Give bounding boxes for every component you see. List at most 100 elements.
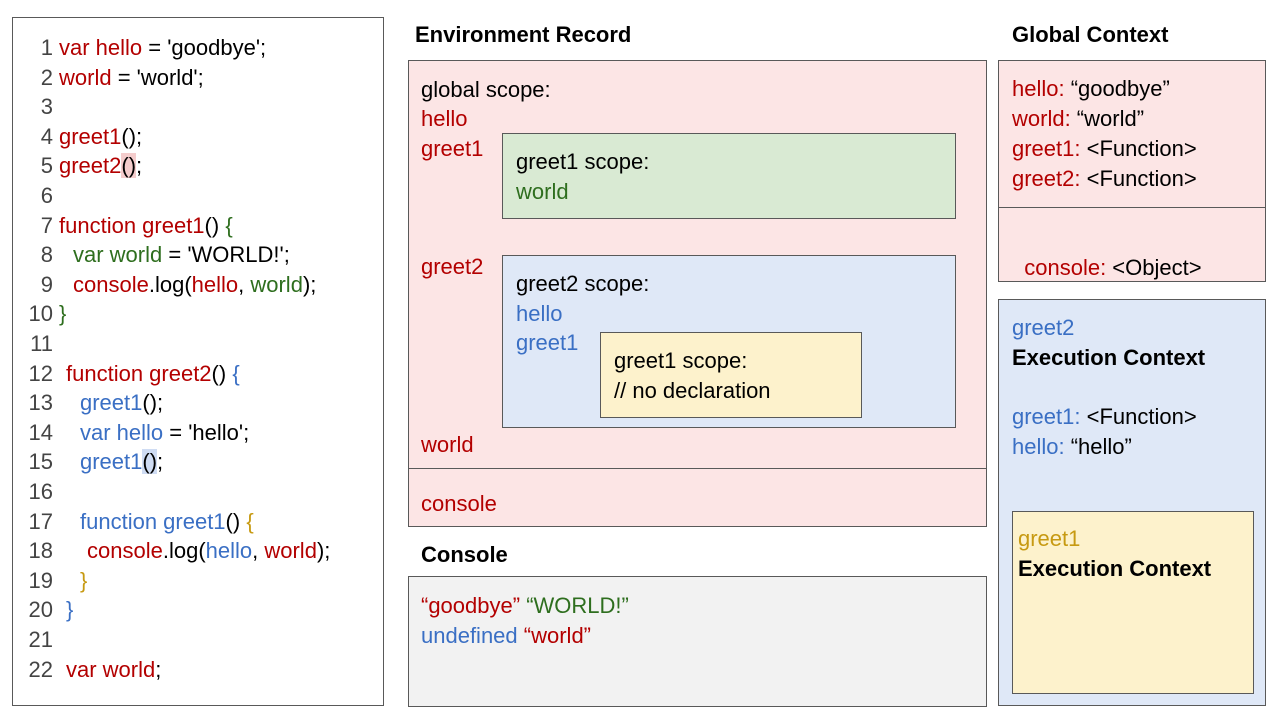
greet2-exec-value: <Function> bbox=[1080, 404, 1197, 429]
console-box bbox=[408, 576, 987, 707]
code-line: greet1(); bbox=[80, 388, 163, 418]
code-line: } bbox=[66, 595, 73, 625]
code-token: .log( bbox=[162, 538, 206, 564]
code-token: , bbox=[252, 538, 265, 564]
code-line-number: 13 bbox=[28, 390, 53, 416]
code-token: , bbox=[238, 271, 251, 297]
inner-greet1-scope-label: greet1 scope: bbox=[614, 348, 748, 373]
greet2-exec-value: “hello” bbox=[1064, 434, 1132, 459]
greet2-exec-name: greet2 bbox=[1012, 315, 1075, 340]
code-token: () bbox=[211, 360, 233, 386]
global-console-value: <Object> bbox=[1106, 255, 1202, 280]
console-token: undefined bbox=[421, 623, 518, 648]
code-line: var world = 'WORLD!'; bbox=[73, 240, 290, 270]
greet2-scope-id-greet1: greet1 bbox=[516, 330, 579, 355]
global-id-greet1: greet1 bbox=[421, 136, 484, 161]
code-token: ); bbox=[302, 271, 317, 297]
env-record-title: Environment Record bbox=[415, 22, 632, 47]
global-id-world: world bbox=[421, 432, 474, 457]
global-context-title: Global Context bbox=[1012, 22, 1169, 47]
code-token: { bbox=[246, 508, 254, 534]
global-context-entry: world: “world” bbox=[1012, 104, 1144, 134]
global-id-greet2: greet2 bbox=[421, 254, 484, 279]
code-token: ; bbox=[157, 449, 164, 475]
console-title: Console bbox=[421, 542, 508, 567]
greet2-exec-entry: hello: “hello” bbox=[1012, 432, 1132, 462]
code-line-number: 20 bbox=[28, 597, 53, 623]
code-token: } bbox=[66, 597, 74, 623]
greet2-scope-id-hello: hello bbox=[516, 301, 563, 326]
code-token: () bbox=[121, 153, 137, 179]
console-token: “WORLD!” bbox=[526, 593, 629, 618]
code-line-number: 10 bbox=[28, 301, 53, 327]
code-line-number: 11 bbox=[30, 331, 53, 356]
code-line-number: 5 bbox=[40, 153, 53, 179]
code-line-number: 3 bbox=[40, 94, 53, 120]
global-context-entry: hello: “goodbye” bbox=[1012, 74, 1170, 104]
code-token: function greet2 bbox=[66, 360, 212, 386]
code-token: = 'world'; bbox=[111, 64, 204, 90]
code-line-number: 8 bbox=[40, 242, 53, 268]
code-line: greet1(); bbox=[80, 447, 163, 477]
code-token: greet1 bbox=[59, 123, 122, 149]
code-token: = 'hello'; bbox=[163, 419, 250, 445]
code-line-number: 1 bbox=[40, 35, 53, 60]
code-token: () bbox=[204, 212, 226, 238]
greet1-scope-id-world: world bbox=[516, 179, 569, 204]
code-token: console bbox=[87, 538, 163, 564]
code-line-number: 15 bbox=[28, 449, 53, 475]
code-line-number: 9 bbox=[40, 271, 53, 297]
inner-greet1-scope-note: // no declaration bbox=[614, 378, 771, 403]
global-context-key: greet1: bbox=[1012, 136, 1081, 161]
global-id-hello: hello bbox=[421, 106, 468, 131]
code-line: greet2(); bbox=[59, 151, 142, 181]
code-line-number: 6 bbox=[40, 183, 53, 208]
code-token: hello bbox=[205, 538, 253, 564]
greet2-exec-key: hello: bbox=[1012, 434, 1065, 459]
code-line: console.log(hello, world); bbox=[87, 536, 330, 566]
code-token: ; bbox=[136, 153, 143, 179]
code-line-number: 12 bbox=[28, 360, 53, 386]
greet1-exec-title: Execution Context bbox=[1018, 556, 1212, 581]
global-context-console-entry: console: <Object> bbox=[1012, 223, 1202, 283]
greet1-scope-label: greet1 scope: bbox=[516, 149, 650, 174]
code-token: var hello bbox=[80, 419, 164, 445]
global-context-entry: greet1: <Function> bbox=[1012, 134, 1197, 164]
code-line-number: 2 bbox=[40, 64, 53, 90]
code-line-number: 14 bbox=[28, 419, 53, 445]
code-token: var world bbox=[73, 242, 163, 268]
global-context-value: <Function> bbox=[1080, 166, 1197, 191]
global-context-box bbox=[998, 60, 1266, 282]
code-token: } bbox=[80, 567, 88, 593]
console-token: “world” bbox=[523, 623, 592, 648]
code-line: function greet2() { bbox=[66, 359, 240, 389]
code-line-number: 19 bbox=[28, 567, 53, 593]
inner-greet1-scope-box bbox=[600, 332, 862, 418]
global-context-divider bbox=[999, 207, 1265, 208]
global-context-key: greet2: bbox=[1012, 166, 1081, 191]
code-token: greet1 bbox=[80, 390, 143, 416]
global-context-key: hello: bbox=[1012, 76, 1065, 101]
code-token: ); bbox=[316, 538, 331, 564]
code-token: world bbox=[59, 64, 112, 90]
code-token: () bbox=[142, 449, 158, 475]
code-token: world bbox=[250, 271, 303, 297]
code-line: function greet1() { bbox=[59, 211, 233, 241]
code-token: console bbox=[73, 271, 149, 297]
code-token: function greet1 bbox=[80, 508, 226, 534]
code-token: var hello bbox=[59, 35, 143, 60]
code-token: .log( bbox=[148, 271, 192, 297]
greet2-exec-entry: greet1: <Function> bbox=[1012, 402, 1197, 432]
greet1-exec-context-box bbox=[1012, 511, 1254, 694]
code-token: ; bbox=[155, 656, 162, 682]
code-line-number: 22 bbox=[28, 656, 53, 682]
code-line-number: 16 bbox=[28, 479, 53, 504]
code-line-number: 4 bbox=[40, 123, 53, 149]
code-token: (); bbox=[121, 123, 143, 149]
code-token: world bbox=[264, 538, 317, 564]
code-line: function greet1() { bbox=[80, 507, 254, 537]
code-line: world = 'world'; bbox=[59, 63, 204, 93]
global-context-entry: greet2: <Function> bbox=[1012, 164, 1197, 194]
code-line: console.log(hello, world); bbox=[73, 270, 316, 300]
